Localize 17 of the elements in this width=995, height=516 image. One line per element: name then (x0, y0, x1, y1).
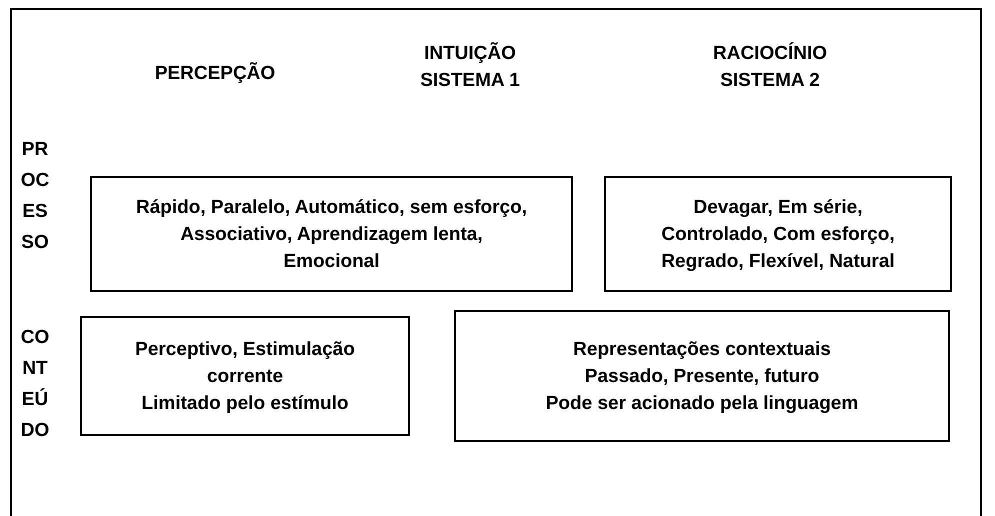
box-text: Representações contextuais (573, 338, 831, 362)
box-text: Limitado pelo estímulo (142, 392, 348, 416)
text-box (80, 316, 410, 436)
text-box (90, 176, 573, 292)
text-box (604, 176, 952, 292)
column-header: PERCEPÇÃO (154, 61, 276, 86)
text-box (454, 310, 950, 442)
box-text: Rápido, Paralelo, Automático, sem esforço, Associativo, Aprendizagem lenta, Emocional (134, 196, 528, 274)
frame-border (10, 8, 982, 516)
box-text: Devagar, Em série, Controlado, Com esforço, Regrado, Flexível, Natural (660, 196, 896, 274)
box-text: Pode ser acionado pela linguagem (546, 392, 858, 416)
box-text: Passado, Presente, futuro (584, 364, 820, 388)
row-header: PR OC ES SO (20, 138, 50, 255)
box-text: Perceptivo, Estimulação corrente (134, 338, 356, 388)
row-header: CO NT EÚ DO (20, 326, 50, 443)
column-header: INTUIÇÃO SISTEMA 1 (419, 41, 521, 93)
column-header: RACIOCÍNIO SISTEMA 2 (712, 41, 828, 93)
